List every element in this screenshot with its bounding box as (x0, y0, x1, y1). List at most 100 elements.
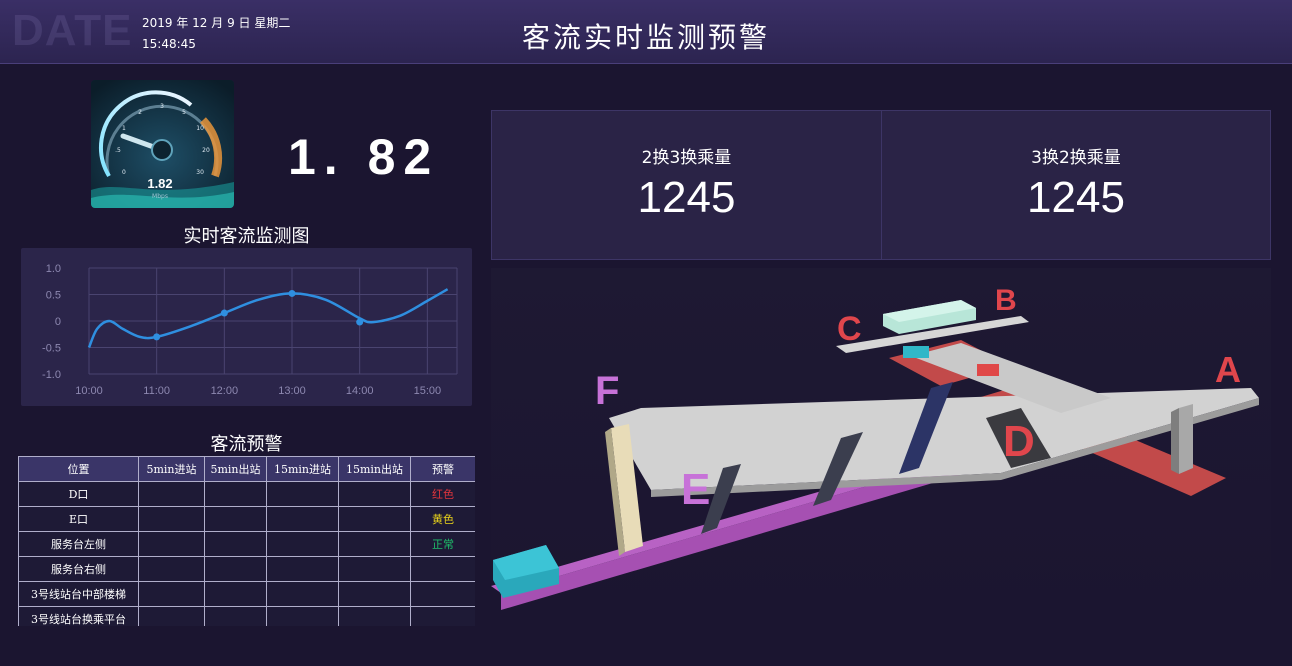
station-3d-model[interactable]: A B C D E F (491, 268, 1271, 613)
y-tick-label: 1.0 (46, 263, 61, 275)
model-label-c[interactable]: C (837, 310, 862, 348)
row-warning-status (410, 556, 475, 582)
stairs-3 (899, 382, 953, 474)
x-tick-label: 12:00 (211, 385, 239, 397)
gauge-unit: Mbps (152, 193, 168, 200)
row-location: 3号线站台换乘平台 (18, 606, 139, 626)
col-warning: 预警 (410, 456, 475, 482)
chart-series-line (87, 288, 449, 349)
warning-table-title: 客流预警 (210, 434, 283, 455)
row-count-cell (338, 506, 411, 532)
row-count-cell (204, 481, 267, 507)
stairs-2 (813, 432, 863, 506)
transfer-stats-panel: 2换3换乘量 1245 3换2换乘量 1245 (491, 110, 1271, 260)
row-count-cell (204, 581, 267, 607)
row-count-cell (138, 506, 205, 532)
x-tick-label: 14:00 (346, 385, 374, 397)
y-tick-label: -0.5 (42, 343, 61, 355)
table-header-row: 位置 5min进站 5min出站 15min进站 15min出站 预警 (18, 456, 475, 482)
station-model-svg: A B C D E F (491, 268, 1271, 613)
current-date: 2019 年 12 月 9 日 星期二 (142, 16, 291, 30)
chart-point (220, 309, 228, 317)
gauge-reading: 1.82 (147, 176, 172, 191)
gauge-tick-label: .5 (115, 147, 121, 154)
row-warning-status: 黄色 (410, 506, 475, 532)
pillar-left (611, 424, 643, 552)
gauge-tick-label: 2 (138, 109, 142, 116)
row-count-cell (204, 606, 267, 626)
main-concourse (609, 388, 1259, 490)
row-location: 3号线站台中部楼梯 (18, 581, 139, 607)
model-label-e[interactable]: E (681, 465, 710, 514)
model-label-d[interactable]: D (1003, 417, 1035, 466)
gauge-tick-label: 5 (182, 109, 186, 116)
pillar-right (1179, 404, 1193, 474)
gauge-tick-label: 20 (202, 147, 210, 154)
transfer-2-to-3: 2换3换乘量 1245 (492, 111, 881, 259)
row-count-cell (138, 556, 205, 582)
row-count-cell (338, 606, 411, 626)
table-row: E口 黄色 (18, 506, 475, 532)
page-title: 客流实时监测预警 (521, 21, 770, 54)
table-row: 服务台右侧 (18, 556, 475, 582)
dark-ramp (986, 408, 1051, 468)
header-bar: DATE 2019 年 12 月 9 日 星期二 15:48:45 客流实时监测… (0, 0, 1292, 64)
row-count-cell (138, 481, 205, 507)
stat-value: 1245 (1027, 173, 1125, 222)
monitor-chart-title: 实时客流监测图 (183, 226, 310, 247)
col-5min-in: 5min进站 (138, 456, 205, 482)
row-count-cell (266, 531, 339, 557)
row-count-cell (138, 606, 205, 626)
chart-point (288, 289, 296, 297)
current-time: 15:48:45 (142, 37, 196, 51)
y-tick-label: -1.0 (42, 369, 61, 381)
model-label-f[interactable]: F (595, 369, 619, 413)
x-tick-label: 11:00 (143, 385, 170, 397)
y-tick-label: 0 (55, 316, 61, 328)
stat-label: 2换3换乘量 (641, 148, 732, 168)
col-15min-in: 15min进站 (266, 456, 339, 482)
row-count-cell (338, 531, 411, 557)
row-count-cell (266, 506, 339, 532)
row-count-cell (266, 606, 339, 626)
row-warning-status: 红色 (410, 481, 475, 507)
model-label-b[interactable]: B (995, 284, 1017, 317)
table-row: 服务台左侧 正常 (18, 531, 475, 557)
row-count-cell (138, 531, 205, 557)
warning-table: 位置 5min进站 5min出站 15min进站 15min出站 预警 D口红色… (18, 456, 475, 626)
row-warning-status (410, 606, 475, 626)
row-count-cell (338, 581, 411, 607)
gauge-tick-label: 30 (196, 169, 204, 176)
col-5min-out: 5min出站 (204, 456, 267, 482)
current-speed-value: 1. 82 (288, 129, 440, 185)
table-row: 3号线站台中部楼梯 (18, 581, 475, 607)
row-count-cell (338, 556, 411, 582)
col-15min-out: 15min出站 (338, 456, 411, 482)
gauge-tick-label: 1 (122, 125, 126, 132)
row-count-cell (204, 531, 267, 557)
row-count-cell (266, 481, 339, 507)
col-location: 位置 (18, 456, 139, 482)
x-tick-label: 15:00 (414, 385, 442, 397)
row-location: 服务台左侧 (18, 531, 139, 557)
chart-point (356, 318, 364, 326)
row-warning-status: 正常 (410, 531, 475, 557)
gauge-tick-label: 3 (160, 103, 164, 110)
y-tick-label: 0.5 (46, 290, 61, 302)
model-label-a[interactable]: A (1215, 349, 1241, 390)
row-warning-status (410, 581, 475, 607)
chart-point (153, 333, 161, 341)
warning-table-container: 位置 5min进站 5min出站 15min进站 15min出站 预警 D口红色… (18, 456, 475, 626)
upper-walkway (836, 316, 1029, 353)
row-count-cell (266, 556, 339, 582)
date-watermark: DATE (12, 6, 133, 55)
stat-label: 3换2换乘量 (1031, 148, 1121, 168)
stairs-1 (701, 464, 741, 534)
row-location: E口 (18, 506, 139, 532)
transfer-3-to-2: 3换2换乘量 1245 (881, 111, 1270, 259)
row-location: 服务台右侧 (18, 556, 139, 582)
